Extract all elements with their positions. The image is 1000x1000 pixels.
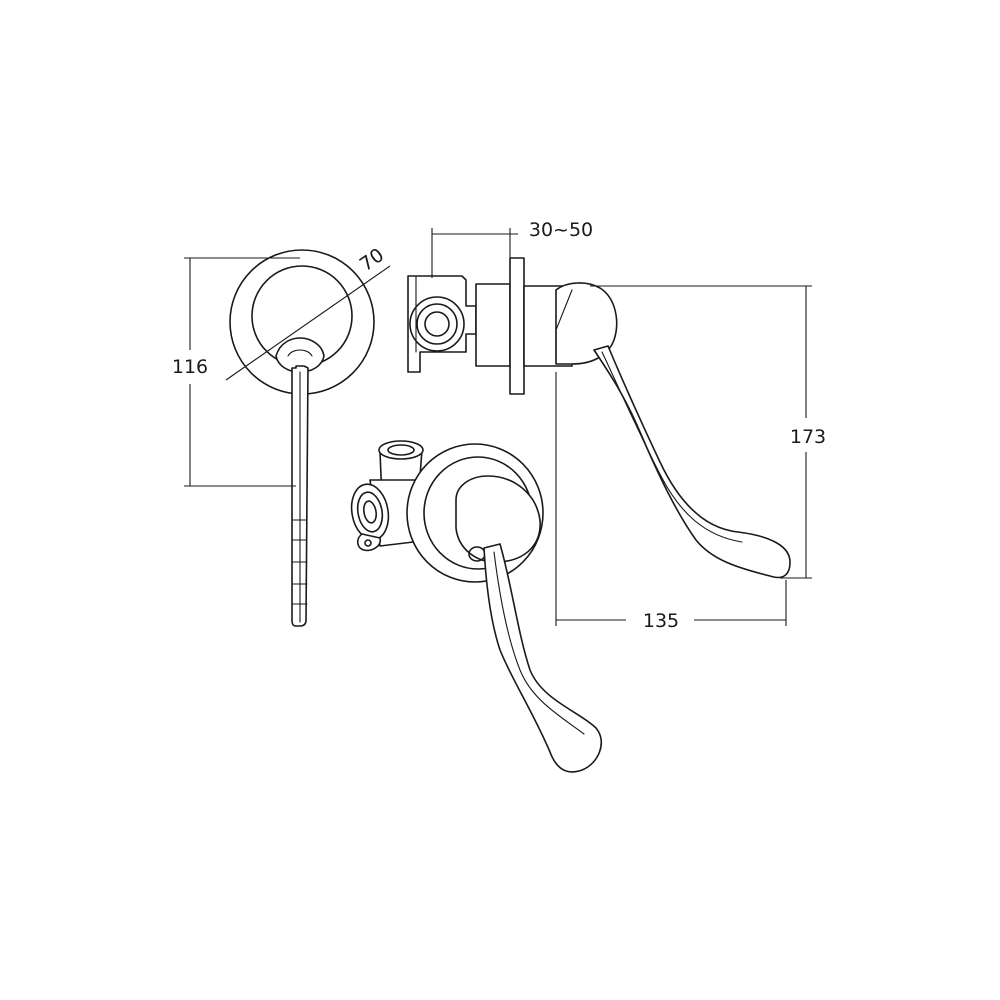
dim-3050-label: 30~50 <box>529 219 593 241</box>
dim-173-label: 173 <box>790 426 826 448</box>
side-body-housing <box>407 275 477 373</box>
dim-70-line <box>225 265 391 381</box>
persp-lever-inner-line <box>493 551 585 735</box>
side-handle-cap-edge <box>555 289 573 365</box>
side-lever-arm <box>593 345 791 579</box>
persp-top-outlet-bore <box>387 444 415 456</box>
persp-top-outlet-rim <box>378 440 424 460</box>
side-cover-plate <box>509 257 525 395</box>
side-lever-inner-line <box>601 351 743 543</box>
persp-handle-body <box>455 475 541 563</box>
persp-lever-arm <box>483 543 602 773</box>
dim-116-label: 116 <box>172 356 208 378</box>
front-view: 116 70 <box>172 244 391 627</box>
front-lever-hub <box>275 337 325 373</box>
persp-mount-hole <box>364 539 372 547</box>
side-handle-cap <box>555 282 618 365</box>
front-lever-hub-detail <box>287 349 313 357</box>
persp-mount-tab <box>356 533 382 552</box>
side-inlet-mid <box>416 303 458 345</box>
persp-side-inlet-mid <box>356 491 384 533</box>
side-cartridge-sleeve <box>475 283 511 367</box>
perspective-view <box>350 440 602 773</box>
dim-135-label: 135 <box>643 610 679 632</box>
side-inlet-inner <box>424 311 450 337</box>
persp-side-inlet-inner <box>362 500 378 524</box>
side-view: 30~50 173 135 <box>407 219 826 632</box>
side-inlet-outer <box>409 296 465 352</box>
